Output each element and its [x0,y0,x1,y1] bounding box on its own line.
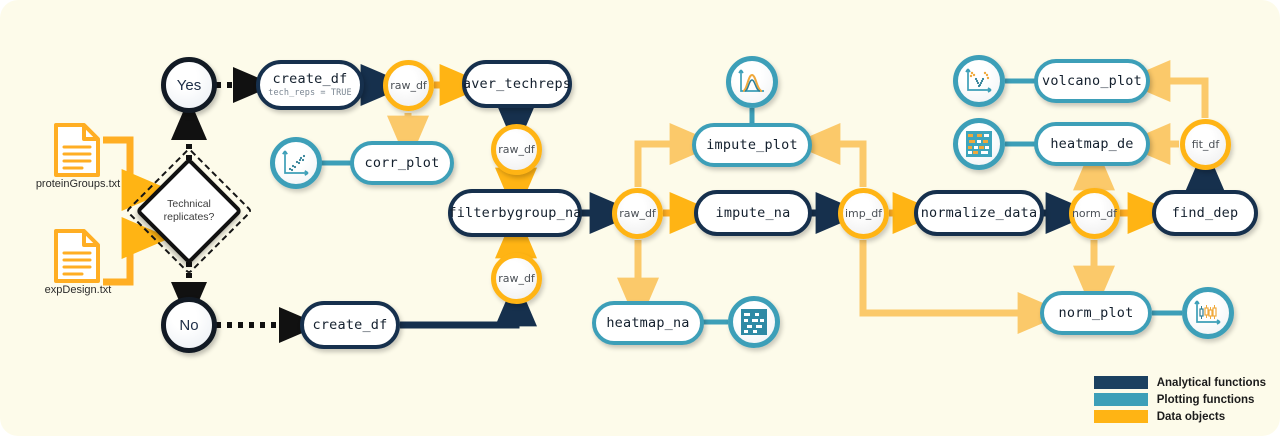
wire-impdf-to-imputeplot [791,123,867,187]
node-label: find_dep [1171,204,1239,221]
node-label: create_df [312,316,388,333]
scatter-plot-icon [270,137,322,189]
legend-swatch [1093,410,1148,423]
data-object-raw-df-4[interactable]: raw_df [491,253,542,304]
data-object-norm-df[interactable]: norm_df [1069,188,1120,239]
node-impute-plot[interactable]: impute_plot [692,123,812,167]
heatmap-de-icon [953,118,1005,170]
wire-rawdf3-to-imputeplot [634,123,719,187]
node-label: normalize_data [920,204,1038,221]
node-volcano-plot[interactable]: volcano_plot [1034,59,1150,103]
legend-label: Analytical functions [1156,376,1266,389]
legend-item-plotting: Plotting functions [1093,392,1266,407]
node-label: volcano_plot [1042,72,1142,89]
decision-label: Technical replicates? [163,198,215,223]
node-label: corr_plot [364,154,440,171]
data-object-label: norm_df [1071,207,1118,220]
node-label: impute_plot [706,136,798,153]
boxplot-icon [1182,287,1234,339]
legend-item-analytical: Analytical functions [1093,375,1266,390]
node-heatmap-na[interactable]: heatmap_na [592,301,704,345]
node-label: heatmap_na [606,314,690,331]
data-object-raw-df-3[interactable]: raw_df [612,188,663,239]
node-label: aver_techreps [462,75,572,92]
terminator-no: No [161,297,217,353]
legend-swatch [1093,376,1148,389]
terminator-yes: Yes [161,57,217,113]
node-label: impute_na [715,204,791,221]
input-file-label: proteinGroups.txt [35,178,121,190]
legend-swatch [1093,393,1148,406]
data-object-label: raw_df [498,272,535,285]
volcano-plot-icon [953,55,1005,107]
node-heatmap-de[interactable]: heatmap_de [1034,122,1150,166]
legend-label: Plotting functions [1156,393,1255,406]
node-label: filterbygroup_na [448,204,582,221]
input-file-expdesign: expDesign.txt [45,228,111,296]
terminator-label: No [179,316,199,334]
wire-fitdf-to-volcanoplot [1121,60,1209,118]
data-object-label: raw_df [619,207,656,220]
file-icon [54,229,100,283]
node-impute-na[interactable]: impute_na [694,190,812,236]
decision-technical-replicates: Technical replicates? [125,147,253,275]
file-icon [54,123,100,177]
node-label: norm_plot [1058,304,1134,321]
data-object-label: fit_df [1191,138,1220,151]
data-object-label: imp_df [844,207,883,220]
wire-createdf-to-rawdf4 [400,277,537,329]
node-aver-techreps[interactable]: aver_techreps [462,60,572,108]
data-object-label: raw_df [498,143,535,156]
legend-label: Data objects [1156,410,1226,423]
data-object-raw-df-1[interactable]: raw_df [383,60,434,111]
node-create-df-techreps[interactable]: create_df tech_reps = TRUE [256,60,364,110]
input-file-label: expDesign.txt [44,284,112,296]
node-find-dep[interactable]: find_dep [1152,190,1258,236]
terminator-label: Yes [176,76,202,94]
data-object-imp-df[interactable]: imp_df [838,188,889,239]
legend: Analytical functions Plotting functions … [1093,375,1266,426]
data-object-label: raw_df [390,79,427,92]
node-corr-plot[interactable]: corr_plot [350,141,454,185]
node-label: create_df [272,71,348,88]
node-normalize-data[interactable]: normalize_data [914,190,1044,236]
heatmap-icon [728,296,780,348]
node-label: heatmap_de [1050,135,1134,152]
wire-proteingroups-to-decision [103,136,171,211]
wire-impdf-to-normplot [859,240,1067,334]
data-object-raw-df-2[interactable]: raw_df [491,124,542,175]
node-create-df[interactable]: create_df [300,301,400,349]
wire-expdesign-to-decision [103,217,171,286]
node-filterbygroup-na[interactable]: filterbygroup_na [448,189,582,237]
data-object-fit-df[interactable]: fit_df [1180,119,1231,170]
density-plot-icon [726,56,778,108]
legend-item-dataobjects: Data objects [1093,409,1266,424]
node-norm-plot[interactable]: norm_plot [1040,291,1152,335]
node-sublabel: tech_reps = TRUE [268,87,352,98]
input-file-proteingroups: proteinGroups.txt [36,122,120,190]
